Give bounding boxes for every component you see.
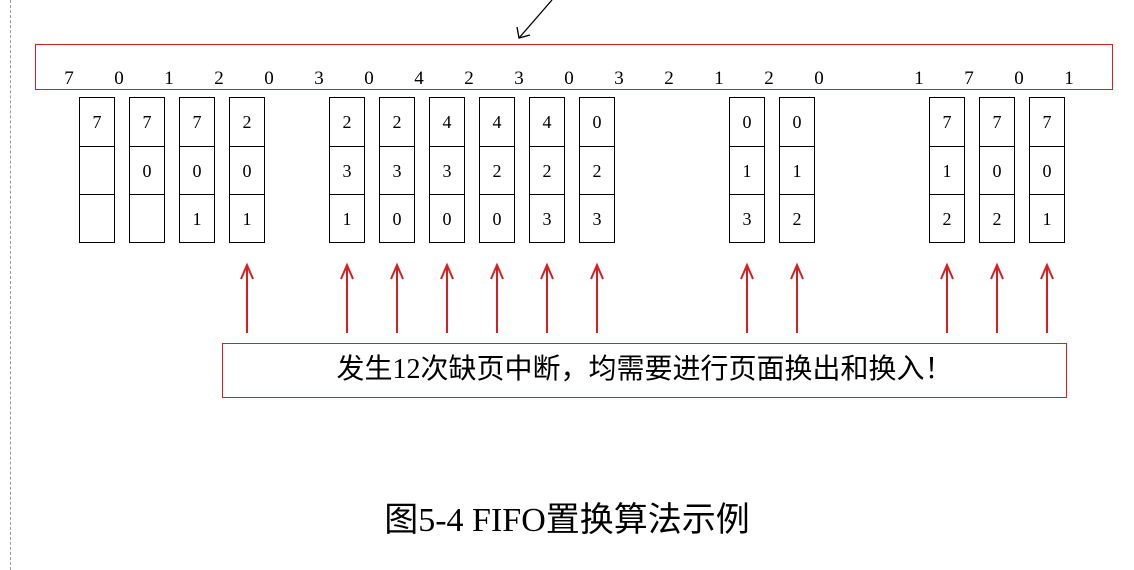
ref-item: 1 [714, 68, 724, 89]
left-dashed-border [10, 0, 11, 570]
frame-cell: 3 [380, 146, 414, 194]
frame-cell: 0 [742, 112, 752, 132]
frame-cell: 1 [930, 146, 964, 194]
reference-string: 7 0 1 2 0 3 0 4 2 3 0 3 2 1 2 0 1 7 0 1 [0, 64, 1134, 94]
ref-item: 0 [114, 68, 124, 89]
ref-item: 2 [664, 68, 674, 89]
up-arrow-icon [940, 262, 954, 333]
up-arrow-icon [1040, 262, 1054, 333]
ref-item: 0 [264, 68, 274, 89]
frame-cell: 3 [730, 194, 764, 242]
up-arrow-icon [990, 262, 1004, 333]
frame-cell: 2 [780, 194, 814, 242]
frame-cell: 2 [580, 146, 614, 194]
frame-cell: 2 [342, 112, 352, 132]
frame-cell: 1 [330, 194, 364, 242]
frame-cell: 2 [392, 112, 402, 132]
frame-cell: 3 [430, 146, 464, 194]
page-fault-message: 发生12次缺页中断，均需要进行页面换出和换入！ [222, 343, 1067, 398]
frame-cell: 0 [480, 194, 514, 242]
frame-cell: 0 [592, 112, 602, 132]
ref-item: 3 [614, 68, 624, 89]
ref-item: 3 [314, 68, 324, 89]
figure-caption: 图5-4 FIFO置换算法示例 [384, 502, 750, 539]
frame-cell [80, 146, 114, 194]
frame-cell: 1 [730, 146, 764, 194]
frame-cell: 7 [142, 112, 152, 132]
ref-item: 7 [64, 68, 74, 89]
frame-cell: 7 [92, 112, 102, 132]
frame-cell: 2 [930, 194, 964, 242]
frame-cell [80, 194, 114, 242]
up-arrow-icon [440, 262, 454, 333]
reference-string-box [35, 44, 1113, 90]
ref-item: 0 [1014, 68, 1024, 89]
frame-cell: 0 [230, 146, 264, 194]
up-arrow-icon [540, 262, 554, 333]
frame-cell: 2 [530, 146, 564, 194]
frame-cell: 0 [380, 194, 414, 242]
frame-cell: 0 [180, 146, 214, 194]
frame-cell: 4 [542, 112, 552, 132]
frame-cell: 0 [792, 112, 802, 132]
frame-cell: 1 [230, 194, 264, 242]
up-arrow-icon [240, 262, 254, 333]
ref-item: 4 [414, 68, 424, 89]
frame-cell [130, 194, 164, 242]
frame-cell: 1 [180, 194, 214, 242]
ref-item: 1 [914, 68, 924, 89]
up-arrow-icon [490, 262, 504, 333]
frame-cell: 2 [480, 146, 514, 194]
frame-cell: 2 [980, 194, 1014, 242]
frame-cell: 7 [192, 112, 202, 132]
ref-item: 0 [814, 68, 824, 89]
frame-cell: 7 [992, 112, 1002, 132]
ref-item: 1 [164, 68, 174, 89]
ref-item: 1 [1064, 68, 1074, 89]
ref-item: 7 [964, 68, 974, 89]
ref-item: 0 [564, 68, 574, 89]
frame-cell: 4 [442, 112, 452, 132]
frame-cell: 0 [130, 146, 164, 194]
ref-item: 2 [214, 68, 224, 89]
up-arrow-icon [340, 262, 354, 333]
frame-cell: 3 [530, 194, 564, 242]
frame-column: 7 [79, 97, 115, 243]
frame-cell: 3 [330, 146, 364, 194]
frame-cell: 1 [780, 146, 814, 194]
frame-cell: 4 [492, 112, 502, 132]
frame-cell: 7 [942, 112, 952, 132]
up-arrow-icon [390, 262, 404, 333]
frame-cell: 0 [1030, 146, 1064, 194]
frame-cell: 3 [580, 194, 614, 242]
frame-cell: 2 [242, 112, 252, 132]
up-arrow-icon [740, 262, 754, 333]
frame-cell: 7 [1042, 112, 1052, 132]
ref-item: 3 [514, 68, 524, 89]
frame-cell: 1 [1030, 194, 1064, 242]
ref-item: 2 [464, 68, 474, 89]
frame-cell: 0 [430, 194, 464, 242]
pointer-arrow-icon [516, 0, 553, 39]
frame-cell: 0 [980, 146, 1014, 194]
up-arrow-icon [590, 262, 604, 333]
ref-item: 2 [764, 68, 774, 89]
ref-item: 0 [364, 68, 374, 89]
up-arrow-icon [790, 262, 804, 333]
